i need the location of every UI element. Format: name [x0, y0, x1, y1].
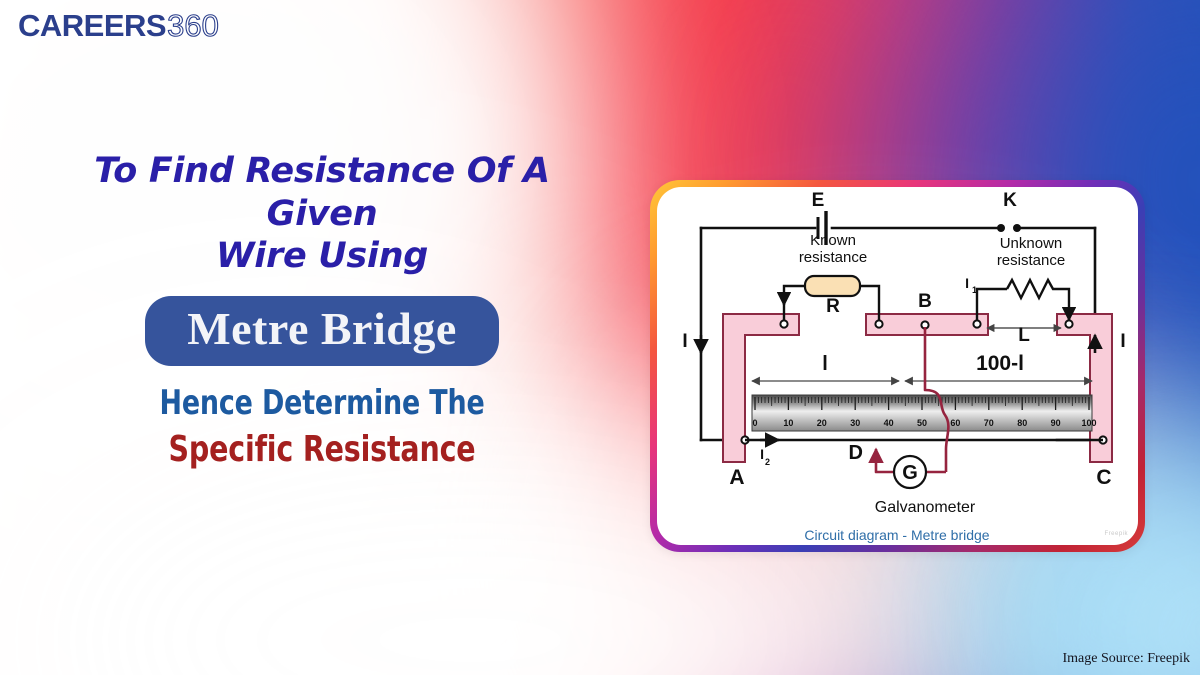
ruler-tick-label: 30	[850, 418, 860, 428]
circuit-diagram-inner: 0 10 20 30 40 50 60 70 80 90 100 E	[657, 187, 1138, 545]
image-source-credit: Image Source: Freepik	[1062, 651, 1190, 666]
label-unknown-resistance-2: resistance	[997, 252, 1065, 269]
diagram-caption: Circuit diagram - Metre bridge	[804, 527, 989, 543]
topic-badge: Metre Bridge	[145, 296, 499, 367]
page-title: To Find Resistance Of A Given Wire Using	[42, 150, 602, 278]
battery-symbol	[816, 211, 828, 245]
ruler-ticks	[754, 397, 1090, 410]
label-current-i-left: I	[682, 331, 687, 352]
key-switch-symbol	[997, 224, 1021, 232]
metre-scale-ruler: 0 10 20 30 40 50 60 70 80 90 100	[751, 394, 1097, 432]
headline-line-2: Wire Using	[215, 236, 428, 277]
galvanometer-circle	[892, 454, 928, 490]
label-unknown-resistance-1: Unknown	[1000, 235, 1063, 252]
headline-line-1: To Find Resistance Of A Given	[94, 151, 550, 234]
diagram-watermark: Freepik	[1104, 531, 1128, 537]
label-terminal-d: D	[849, 442, 863, 464]
circuit-diagram-card: 0 10 20 30 40 50 60 70 80 90 100 E	[650, 180, 1145, 552]
ruler-tick-label: 40	[884, 418, 894, 428]
subtitle-line-2: Specific Resistance	[168, 429, 476, 471]
known-resistance-branch	[782, 284, 881, 324]
topic-badge-label: Metre Bridge	[187, 303, 457, 355]
metre-bridge-circuit-svg: 0 10 20 30 40 50 60 70 80 90 100 E	[682, 190, 1125, 543]
ruler-tick-label: 90	[1051, 418, 1061, 428]
known-resistance-box	[803, 274, 862, 298]
label-terminal-c: C	[1096, 466, 1111, 489]
label-current-i2: I	[760, 446, 764, 462]
ruler-tick-label: 50	[917, 418, 927, 428]
label-unknown-length-l: L	[1018, 325, 1030, 346]
diagram-text-labels: E K Known resistance R Unknown resistanc…	[682, 190, 1125, 543]
busbar-left-A	[722, 313, 800, 463]
label-known-resistance-2: resistance	[799, 249, 867, 266]
busbar-right-C	[1056, 313, 1113, 463]
label-current-i1-sub: 1	[972, 285, 977, 295]
label-current-i2-sub: 2	[765, 457, 770, 467]
label-galvanometer-symbol: G	[902, 462, 918, 484]
label-known-symbol-r: R	[826, 296, 840, 317]
label-span-left-l: l	[822, 353, 828, 375]
ruler-tick-label: 60	[950, 418, 960, 428]
ruler-tick-label: 10	[783, 418, 793, 428]
label-current-i-right: I	[1120, 331, 1125, 352]
label-known-resistance-1: Known	[810, 232, 856, 249]
unknown-resistance-branch	[975, 277, 1071, 324]
label-terminal-b: B	[918, 291, 932, 312]
careers360-logo: CAREERS 360	[18, 7, 220, 44]
label-key-k: K	[1003, 190, 1017, 211]
ruler-tick-label: 0	[752, 418, 757, 428]
label-current-i1: I	[965, 275, 969, 291]
ruler-tick-label: 100	[1081, 418, 1096, 428]
label-span-right: 100-l	[976, 352, 1024, 375]
label-galvanometer: Galvanometer	[875, 499, 976, 516]
ruler-tick-label: 80	[1017, 418, 1027, 428]
label-terminal-a: A	[729, 466, 744, 489]
ruler-tick-label: 70	[984, 418, 994, 428]
ruler-tick-labels: 0 10 20 30 40 50 60 70 80 90 100	[752, 418, 1096, 428]
logo-careers-text: CAREERS	[18, 8, 167, 43]
ruler-tick-label: 20	[817, 418, 827, 428]
logo-360-text: 360	[167, 7, 220, 43]
label-battery-e: E	[812, 190, 825, 211]
title-block: To Find Resistance Of A Given Wire Using…	[42, 150, 602, 470]
subtitle-line-1: Hence Determine The	[159, 383, 485, 424]
